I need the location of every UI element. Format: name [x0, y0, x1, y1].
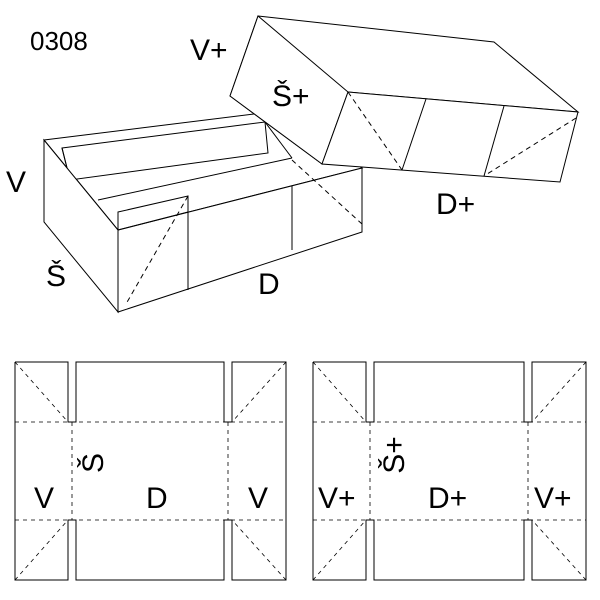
lid-front-fold-2 — [483, 105, 505, 177]
lid-length-label: D+ — [436, 188, 476, 221]
lid-net — [312, 361, 587, 581]
lid-width-label: Š+ — [272, 80, 310, 113]
base-net — [14, 361, 287, 581]
lid-front-fold-1 — [401, 98, 427, 171]
diagram-code: 0308 — [30, 26, 88, 56]
base-net-diag-bl — [14, 519, 69, 581]
lid-net-center-label: D+ — [428, 482, 468, 515]
base-net-outline — [14, 361, 287, 581]
base-corner-fold-right — [291, 159, 363, 225]
base-net-center-label: D — [146, 482, 168, 515]
base-net-left-label: V — [34, 482, 55, 515]
base-front-wall — [117, 167, 363, 313]
base-corner-fold-left — [125, 195, 189, 305]
base-net-diag-tl — [14, 361, 69, 423]
lid-front-side — [321, 91, 579, 183]
lid-net-right-label: V+ — [534, 482, 572, 515]
base-net-diag-br — [231, 519, 287, 581]
base-length-label: D — [258, 268, 280, 301]
lid-net-diag-bl — [312, 519, 367, 581]
base-front-fold-3 — [117, 211, 189, 231]
base-width-label: Š — [46, 260, 67, 293]
lid-height-label: V+ — [190, 34, 228, 67]
lid-net-width-label: Š+ — [377, 436, 411, 474]
lid-net-diag-br — [531, 519, 587, 581]
base-net-right-label: V — [248, 482, 269, 515]
lid-net-outline — [312, 361, 587, 581]
lid-net-diag-tr — [531, 361, 587, 423]
lid-net-diag-tl — [312, 361, 367, 423]
lid-box-3d — [229, 15, 580, 183]
lid-corner-fold-left — [347, 91, 403, 171]
base-net-width-label: Š — [77, 452, 111, 474]
base-inner-floor-edge — [97, 157, 293, 201]
base-box-3d — [43, 111, 364, 314]
lid-net-left-label: V+ — [318, 482, 356, 515]
base-net-diag-tr — [231, 361, 287, 423]
lid-corner-fold-right — [483, 117, 577, 177]
base-inner-edge-2 — [264, 121, 293, 159]
base-height-label: V — [6, 166, 27, 199]
